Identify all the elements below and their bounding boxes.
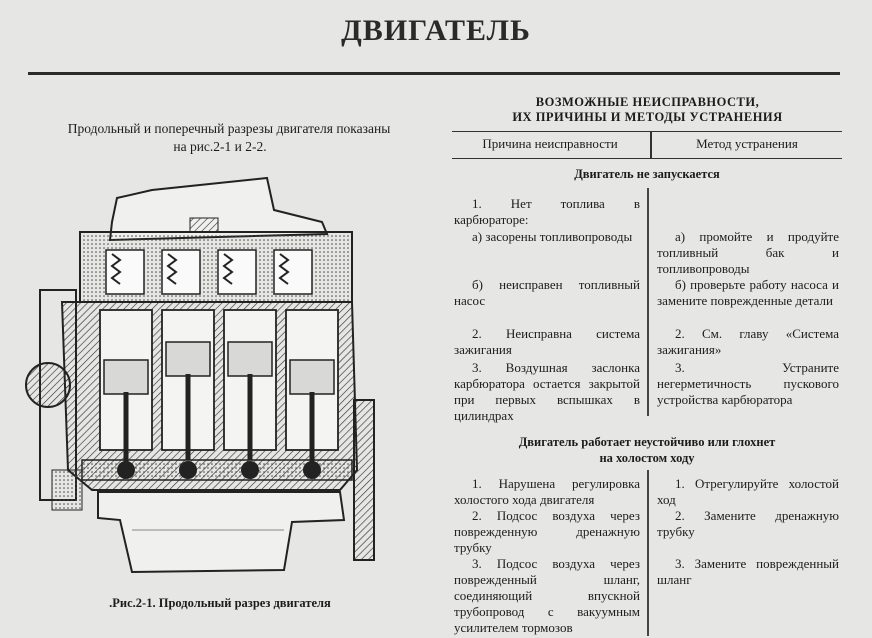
intro-text: Продольный и поперечный разрезы двигател… [20,120,420,156]
column-header-cause: Причина неисправности [482,136,618,151]
table-cell-method: 1. Отрегулируйте холостой ход [657,476,839,507]
intro-line-1: Продольный и поперечный разрезы двигател… [67,121,391,136]
column-divider [647,188,649,416]
section-heading-line-1: ВОЗМОЖНЫЕ НЕИСПРАВНОСТИ, [535,95,760,109]
table-cell-cause: 1. Нет топлива в карбюраторе: [454,196,640,227]
table-cell-cause: 1. Нарушена регулировка холостого хода д… [454,476,640,507]
figure-caption: .Рис.2-1. Продольный разрез двигателя [109,596,331,610]
table-cell-cause: 3. Воздушная заслонка карбюратора остает… [454,360,640,423]
engine-section-drawing [25,176,375,574]
table-cell-cause: а) засорены топливопроводы [472,229,633,244]
group-title-no-start: Двигатель не запускается [574,167,720,181]
section-heading-line-2: ИХ ПРИЧИНЫ И МЕТОДЫ УСТРАНЕНИЯ [512,110,783,124]
table-cell-method: 2. См. главу «Система зажигания» [657,326,839,357]
section-heading: ВОЗМОЖНЫЕ НЕИСПРАВНОСТИ, ИХ ПРИЧИНЫ И МЕ… [450,95,845,125]
group-title-idle-line-2: на холостом ходу [599,451,695,465]
table-cell-method: б) проверьте работу насоса и замените по… [657,277,839,308]
column-header-method: Метод устранения [696,136,798,151]
table-cell-method: 3. Устраните негерметичность пускового у… [657,360,839,407]
header-divider [650,132,652,158]
table-cell-method: а) промойте и продуйте топливный бак и т… [657,229,839,276]
table-header: Причина неисправности Метод устранения [452,131,842,159]
table-cell-cause: б) неисправен топливный насос [454,277,640,308]
table-cell-cause: 2. Неисправна система зажигания [454,326,640,357]
group-title-idle-line-1: Двигатель работает неустойчиво или глохн… [518,435,776,449]
group-title-idle: Двигатель работает неустойчиво или глохн… [452,434,842,466]
intro-line-2: на рис.2-1 и 2-2. [173,139,267,154]
page-title: ДВИГАТЕЛЬ [341,14,531,47]
table-cell-method: 3. Замените поврежденный шланг [657,556,839,587]
table-cell-cause: 2. Подсос воздуха через поврежденную дре… [454,508,640,555]
column-divider [647,470,649,636]
table-cell-method: 2. Замените дренажную трубку [657,508,839,539]
table-cell-cause: 3. Подсос воздуха через поврежденный шла… [454,556,640,635]
title-rule [28,72,840,75]
